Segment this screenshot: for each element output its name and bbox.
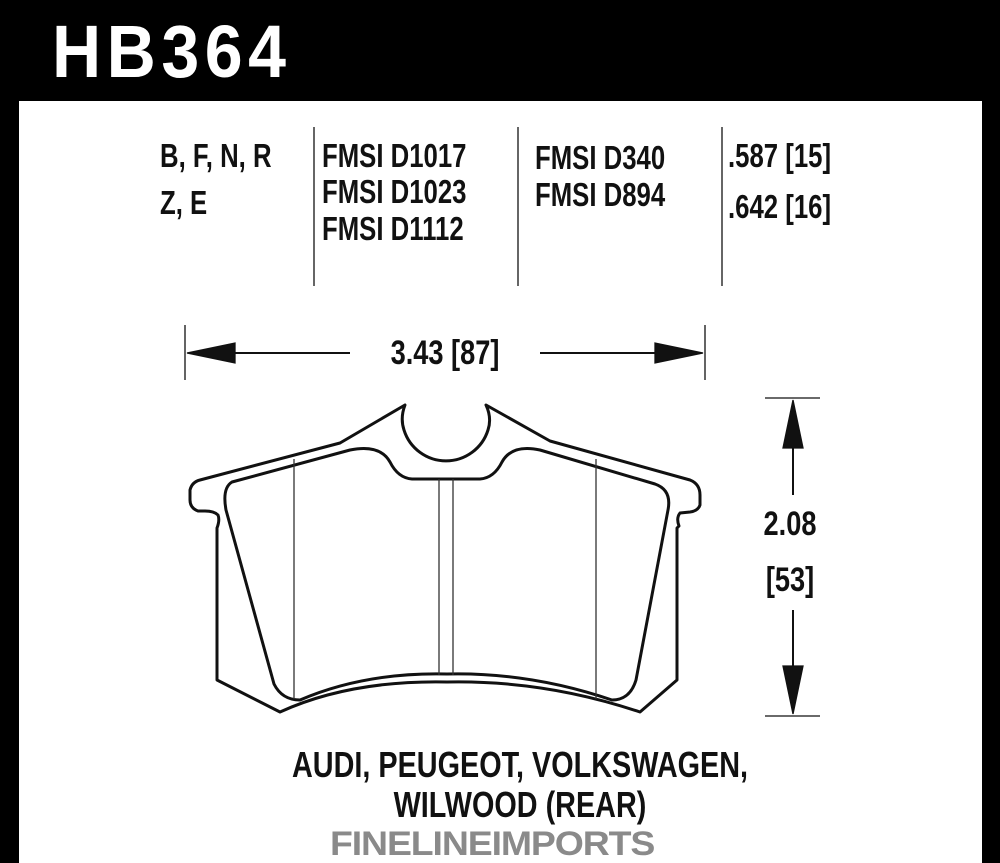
applications-line-2: WILWOOD (REAR): [393, 784, 647, 825]
compound-line-1: B, F, N, R: [160, 137, 272, 174]
right-border: [982, 0, 1000, 863]
arrow-down-icon: [782, 665, 804, 715]
part-number-title: HB364: [52, 10, 292, 93]
height-dimension-metric: [53]: [765, 561, 815, 599]
fmsi-code: FMSI D1023: [322, 173, 467, 210]
width-dimension-label: 3.43 [87]: [390, 334, 500, 372]
friction-material-outline: [223, 447, 671, 702]
height-dimension-label: 2.08: [763, 505, 817, 543]
height-dimension: [765, 397, 820, 717]
fmsi-code: FMSI D340: [535, 139, 666, 176]
backing-plate-outline: [188, 403, 702, 714]
arrow-up-icon: [782, 399, 804, 449]
thickness-value: .587 [15]: [728, 137, 832, 174]
applications-line-1: AUDI, PEUGEOT, VOLKSWAGEN,: [291, 744, 749, 785]
arrow-left-icon: [186, 342, 236, 364]
thickness-value: .642 [16]: [728, 188, 832, 225]
left-border: [0, 0, 19, 863]
column-divider: [517, 127, 519, 286]
width-dimension: [184, 325, 706, 380]
fmsi-code: FMSI D1017: [322, 137, 467, 174]
column-divider: [721, 127, 723, 286]
compound-line-2: Z, E: [160, 184, 208, 221]
watermark: FINELINEIMPORTS: [330, 825, 655, 863]
header-bar: [0, 0, 1000, 101]
fmsi-code: FMSI D894: [535, 176, 666, 213]
fmsi-code: FMSI D1112: [322, 210, 464, 247]
arrow-right-icon: [654, 342, 704, 364]
column-divider: [313, 127, 315, 286]
